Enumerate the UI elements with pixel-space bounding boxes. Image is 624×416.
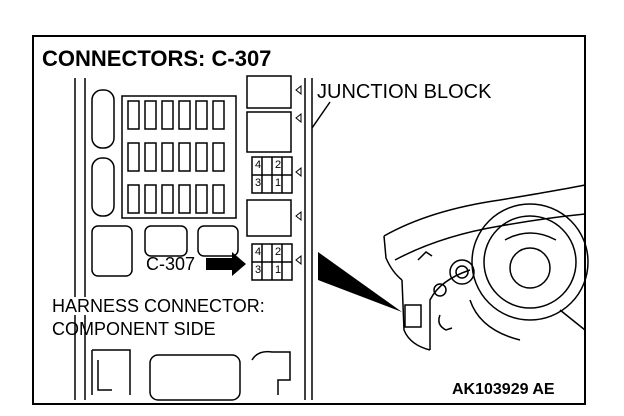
connector-c307	[251, 243, 293, 281]
pin-label: 4	[255, 246, 262, 258]
connector-upper	[251, 156, 293, 194]
junction-leader-line	[311, 101, 331, 129]
location-wedge	[318, 252, 402, 312]
pin-label: 4	[255, 159, 262, 171]
harness-connector-label: HARNESS CONNECTOR:	[52, 296, 265, 316]
pin-label: 1	[275, 177, 282, 189]
c307-arrow	[206, 252, 246, 276]
c307-callout-label: C-307	[146, 254, 196, 274]
junction-block-panel	[74, 75, 313, 401]
pin-label: 2	[275, 246, 282, 258]
pin-label: 2	[275, 159, 282, 171]
pin-label: 1	[275, 264, 282, 276]
pin-label: 3	[255, 177, 262, 189]
fuse-row-3	[127, 184, 225, 214]
junction-block-label: JUNCTION BLOCK	[317, 81, 492, 103]
dashboard-illustration	[383, 184, 589, 351]
component-side-label: COMPONENT SIDE	[52, 319, 216, 339]
fuse-row-2	[127, 142, 225, 172]
figure-code: AK103929 AE	[452, 381, 555, 398]
figure-border	[32, 35, 586, 405]
fuse-row-1	[127, 100, 225, 130]
pointer-triangles	[295, 84, 302, 266]
page-title: CONNECTORS: C-307	[40, 46, 274, 71]
pin-label: 3	[255, 264, 262, 276]
